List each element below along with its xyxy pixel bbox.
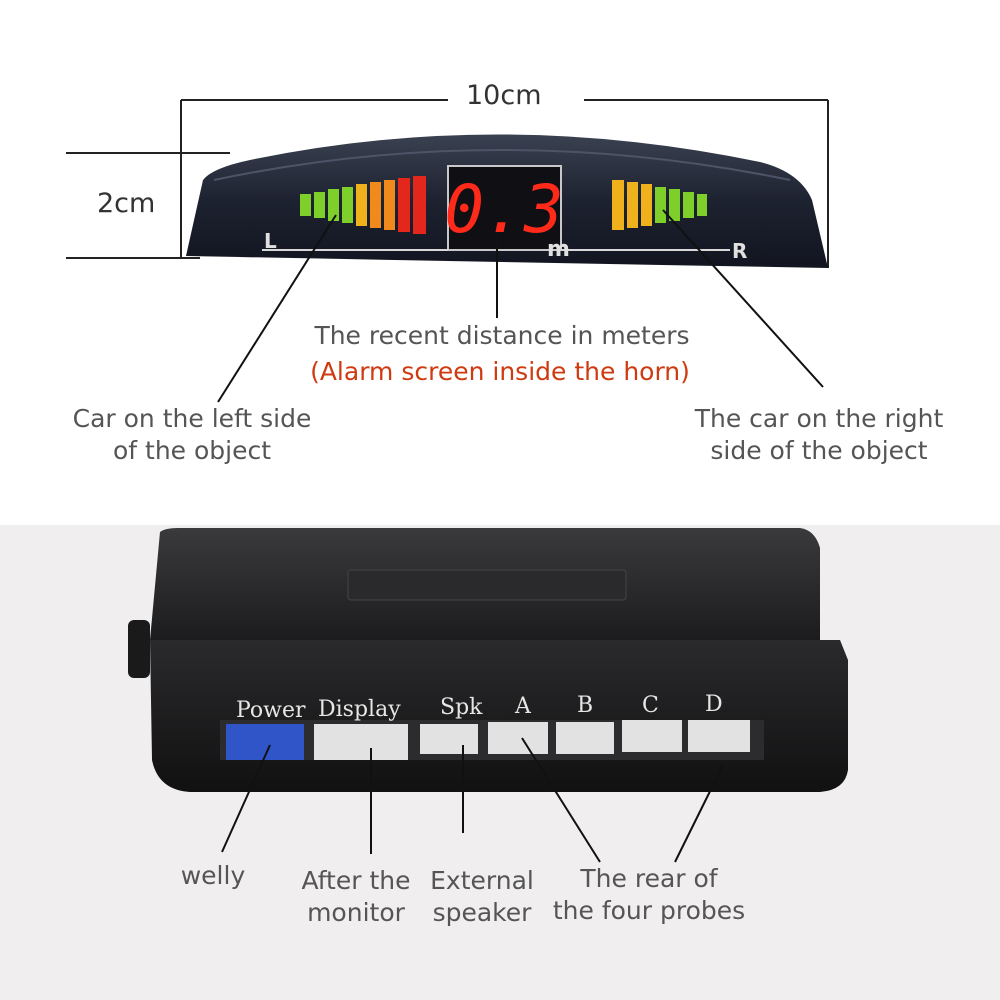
left-side-callout: Car on the left side of the object: [60, 403, 324, 467]
probes-line1: The rear of: [580, 864, 718, 893]
port-labels: Power Display Spk A B C D: [236, 692, 723, 723]
distance-reading: 0.3: [444, 171, 563, 248]
right-led-bar: [612, 180, 707, 230]
monitor-line1: After the: [301, 866, 411, 895]
connectors: [226, 720, 750, 760]
probes-line2: the four probes: [552, 896, 746, 925]
distance-callout-text: The recent distance in meters: [314, 321, 690, 350]
monitor-line2: monitor: [307, 898, 405, 927]
left-side-line2: of the object: [112, 436, 272, 465]
port-label-a: A: [514, 694, 532, 719]
right-side-callout: The car on the right side of the object: [684, 403, 954, 467]
unit-marker: m: [547, 237, 570, 262]
port-label-spk: Spk: [440, 695, 483, 720]
distance-note: (Alarm screen inside the horn): [290, 356, 710, 388]
right-marker: R: [732, 239, 747, 263]
left-led-bar: [300, 176, 426, 234]
port-label-display: Display: [318, 697, 401, 722]
width-dimension-label: 10cm: [466, 80, 542, 111]
power-callout-text: welly: [180, 861, 246, 890]
probes-callout: The rear of the four probes: [540, 863, 758, 927]
top-callout-lines: [217, 209, 824, 403]
right-side-line2: side of the object: [710, 436, 928, 465]
speaker-line1: External: [430, 866, 534, 895]
power-callout: welly: [160, 860, 266, 892]
height-dimension-label: 2cm: [97, 188, 156, 219]
right-side-line1: The car on the right: [694, 404, 944, 433]
bottom-callout-lines: [221, 737, 724, 863]
left-marker: L: [264, 229, 277, 253]
port-label-d: D: [705, 692, 723, 717]
port-label-b: B: [577, 693, 593, 718]
distance-note-text: (Alarm screen inside the horn): [310, 357, 690, 386]
port-label-power: Power: [236, 698, 306, 723]
digit-window: [447, 165, 562, 251]
speaker-callout: External speaker: [420, 865, 544, 929]
left-side-line1: Car on the left side: [72, 404, 312, 433]
speaker-line2: speaker: [432, 898, 532, 927]
monitor-callout: After the monitor: [290, 865, 422, 929]
distance-callout: The recent distance in meters: [300, 320, 704, 352]
dimension-lines: [66, 99, 829, 268]
port-label-c: C: [642, 693, 659, 718]
